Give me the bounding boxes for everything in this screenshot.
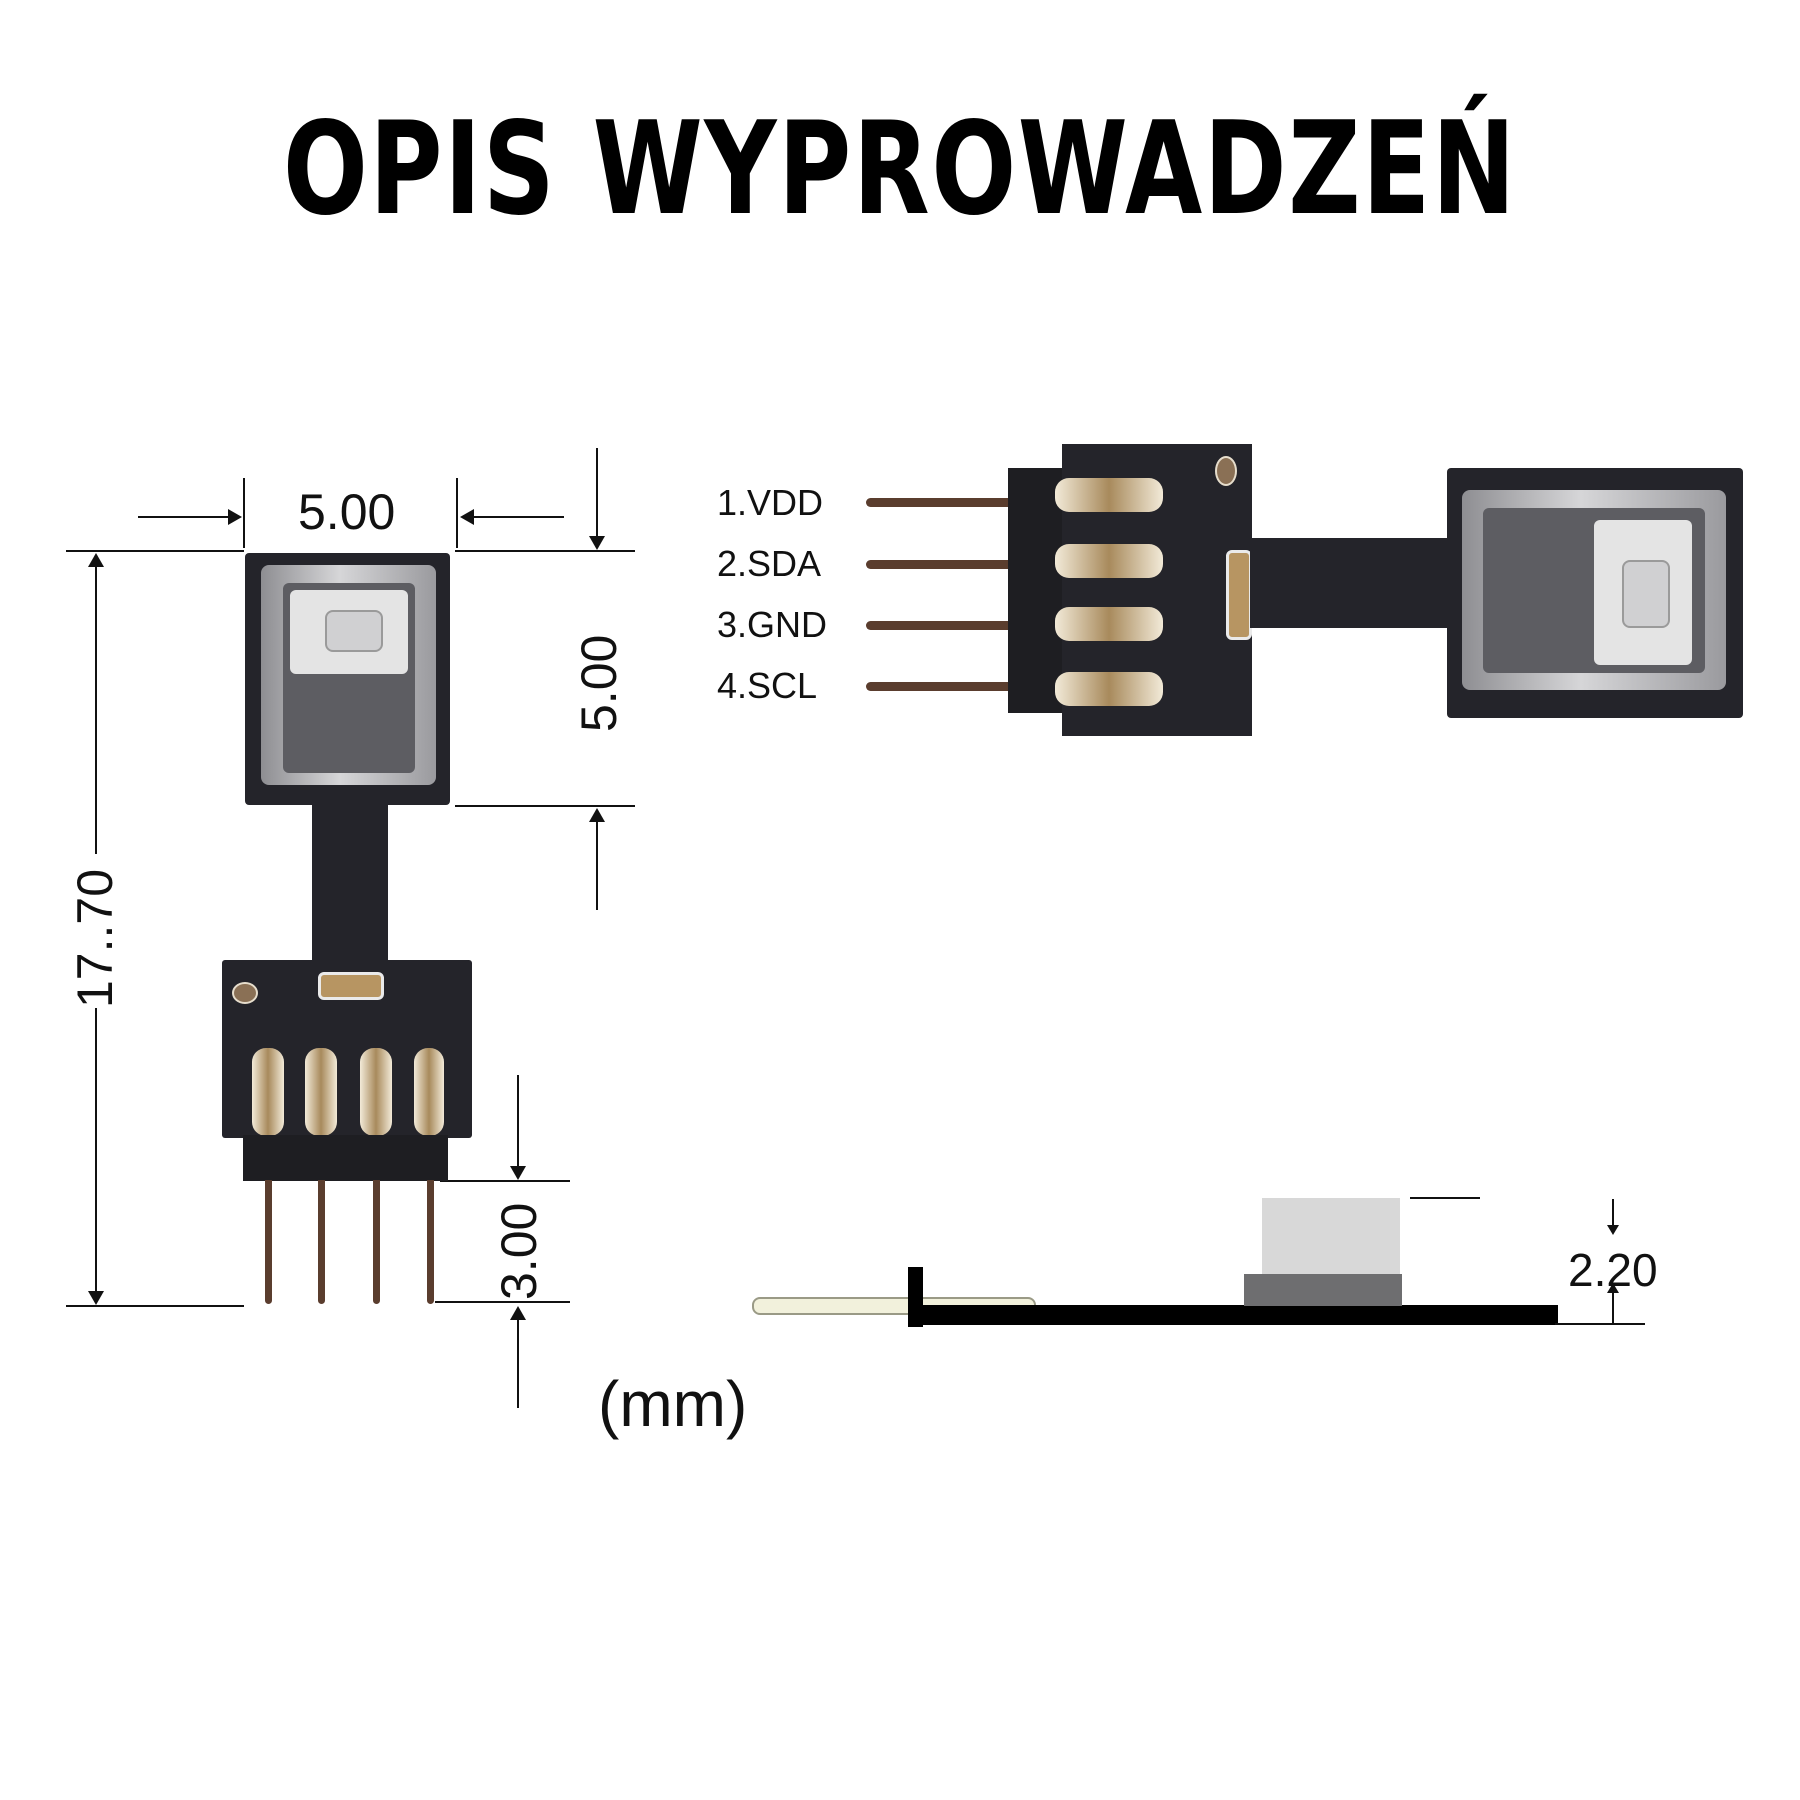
dim-extension-right <box>456 478 458 548</box>
dim-extension-left <box>243 478 245 548</box>
dim-header-ref <box>440 1180 570 1182</box>
dim-head-width: 5.00 <box>298 484 396 540</box>
dim-total-length: 17..70 <box>67 868 123 1008</box>
solder-pad-3 <box>360 1048 392 1136</box>
pin-wire-vdd <box>866 498 1016 507</box>
pin-label-sda: 2.SDA <box>717 543 822 584</box>
dim-total-arrow-top <box>95 556 97 854</box>
arrow-right-icon <box>228 509 242 525</box>
units-label: (mm) <box>598 1368 748 1440</box>
pcb-neck <box>1250 538 1450 628</box>
side-sensor-base <box>1244 1274 1402 1306</box>
dim-bottom-ref-left <box>66 1305 244 1307</box>
dim-side-height: 2.20 <box>1568 1244 1658 1296</box>
sensor-membrane <box>1622 560 1670 628</box>
solder-pad-4 <box>414 1048 444 1136</box>
pcb-neck <box>312 800 388 970</box>
dim-head-bottom-ref <box>455 805 635 807</box>
pin-header-block <box>1008 468 1063 713</box>
header-pin-4 <box>427 1180 434 1304</box>
dim-total-arrow-bottom <box>95 1008 97 1298</box>
header-pin-2 <box>318 1180 325 1304</box>
dim-top-ref-left <box>66 550 244 552</box>
pin-header-block <box>243 1135 448 1181</box>
smd-capacitor-icon <box>318 972 384 1000</box>
dim-side-bottom-ref <box>1555 1323 1645 1325</box>
pin-wire-scl <box>866 682 1016 691</box>
solder-pad-3 <box>1055 607 1163 641</box>
dim-head-height: 5.00 <box>571 634 627 732</box>
solder-pad-4 <box>1055 672 1163 706</box>
smd-capacitor-icon <box>1226 550 1252 640</box>
via-hole-icon <box>1215 456 1237 486</box>
dim-top-ref-right <box>455 550 635 552</box>
dim-pin-arrow-bottom <box>517 1316 519 1408</box>
arrow-down-icon <box>1607 1225 1619 1235</box>
dim-head-height-arrow-top <box>596 448 598 540</box>
solder-pad-2 <box>305 1048 337 1136</box>
dim-head-height-arrow-bottom <box>596 818 598 910</box>
header-pin-1 <box>265 1180 272 1304</box>
dim-side-arrow-bottom <box>1612 1291 1614 1323</box>
pin-label-scl: 4.SCL <box>717 665 818 706</box>
solder-pad-1 <box>252 1048 284 1136</box>
sensor-membrane <box>325 610 383 652</box>
via-hole-icon <box>232 982 258 1004</box>
arrow-up-icon <box>510 1306 526 1320</box>
arrow-left-icon <box>460 509 474 525</box>
solder-pad-2 <box>1055 544 1163 578</box>
header-pin-3 <box>373 1180 380 1304</box>
arrow-down-icon <box>88 1291 104 1305</box>
arrow-down-icon <box>510 1166 526 1180</box>
dim-pin-arrow-top <box>517 1075 519 1173</box>
arrow-up-icon <box>1607 1283 1619 1293</box>
pin-wire-gnd <box>866 621 1016 630</box>
dim-pin-length: 3.00 <box>491 1202 547 1300</box>
dim-arrow-right-line <box>464 516 564 518</box>
side-sensor-cap <box>1262 1198 1400 1274</box>
pin-wire-sda <box>866 560 1016 569</box>
solder-pad-1 <box>1055 478 1163 512</box>
side-pcb <box>908 1305 1558 1325</box>
dim-side-arrow-top <box>1612 1199 1614 1229</box>
pin-label-vdd: 1.VDD <box>717 482 824 523</box>
dim-side-top-ref <box>1410 1197 1480 1199</box>
dim-pin-tip-ref <box>435 1301 570 1303</box>
arrow-down-icon <box>589 536 605 550</box>
page-title: OPIS WYPROWADZEŃ <box>282 95 1518 244</box>
dim-arrow-left-line <box>138 516 238 518</box>
arrow-up-icon <box>88 553 104 567</box>
pin-label-gnd: 3.GND <box>717 604 828 645</box>
arrow-up-icon <box>589 808 605 822</box>
